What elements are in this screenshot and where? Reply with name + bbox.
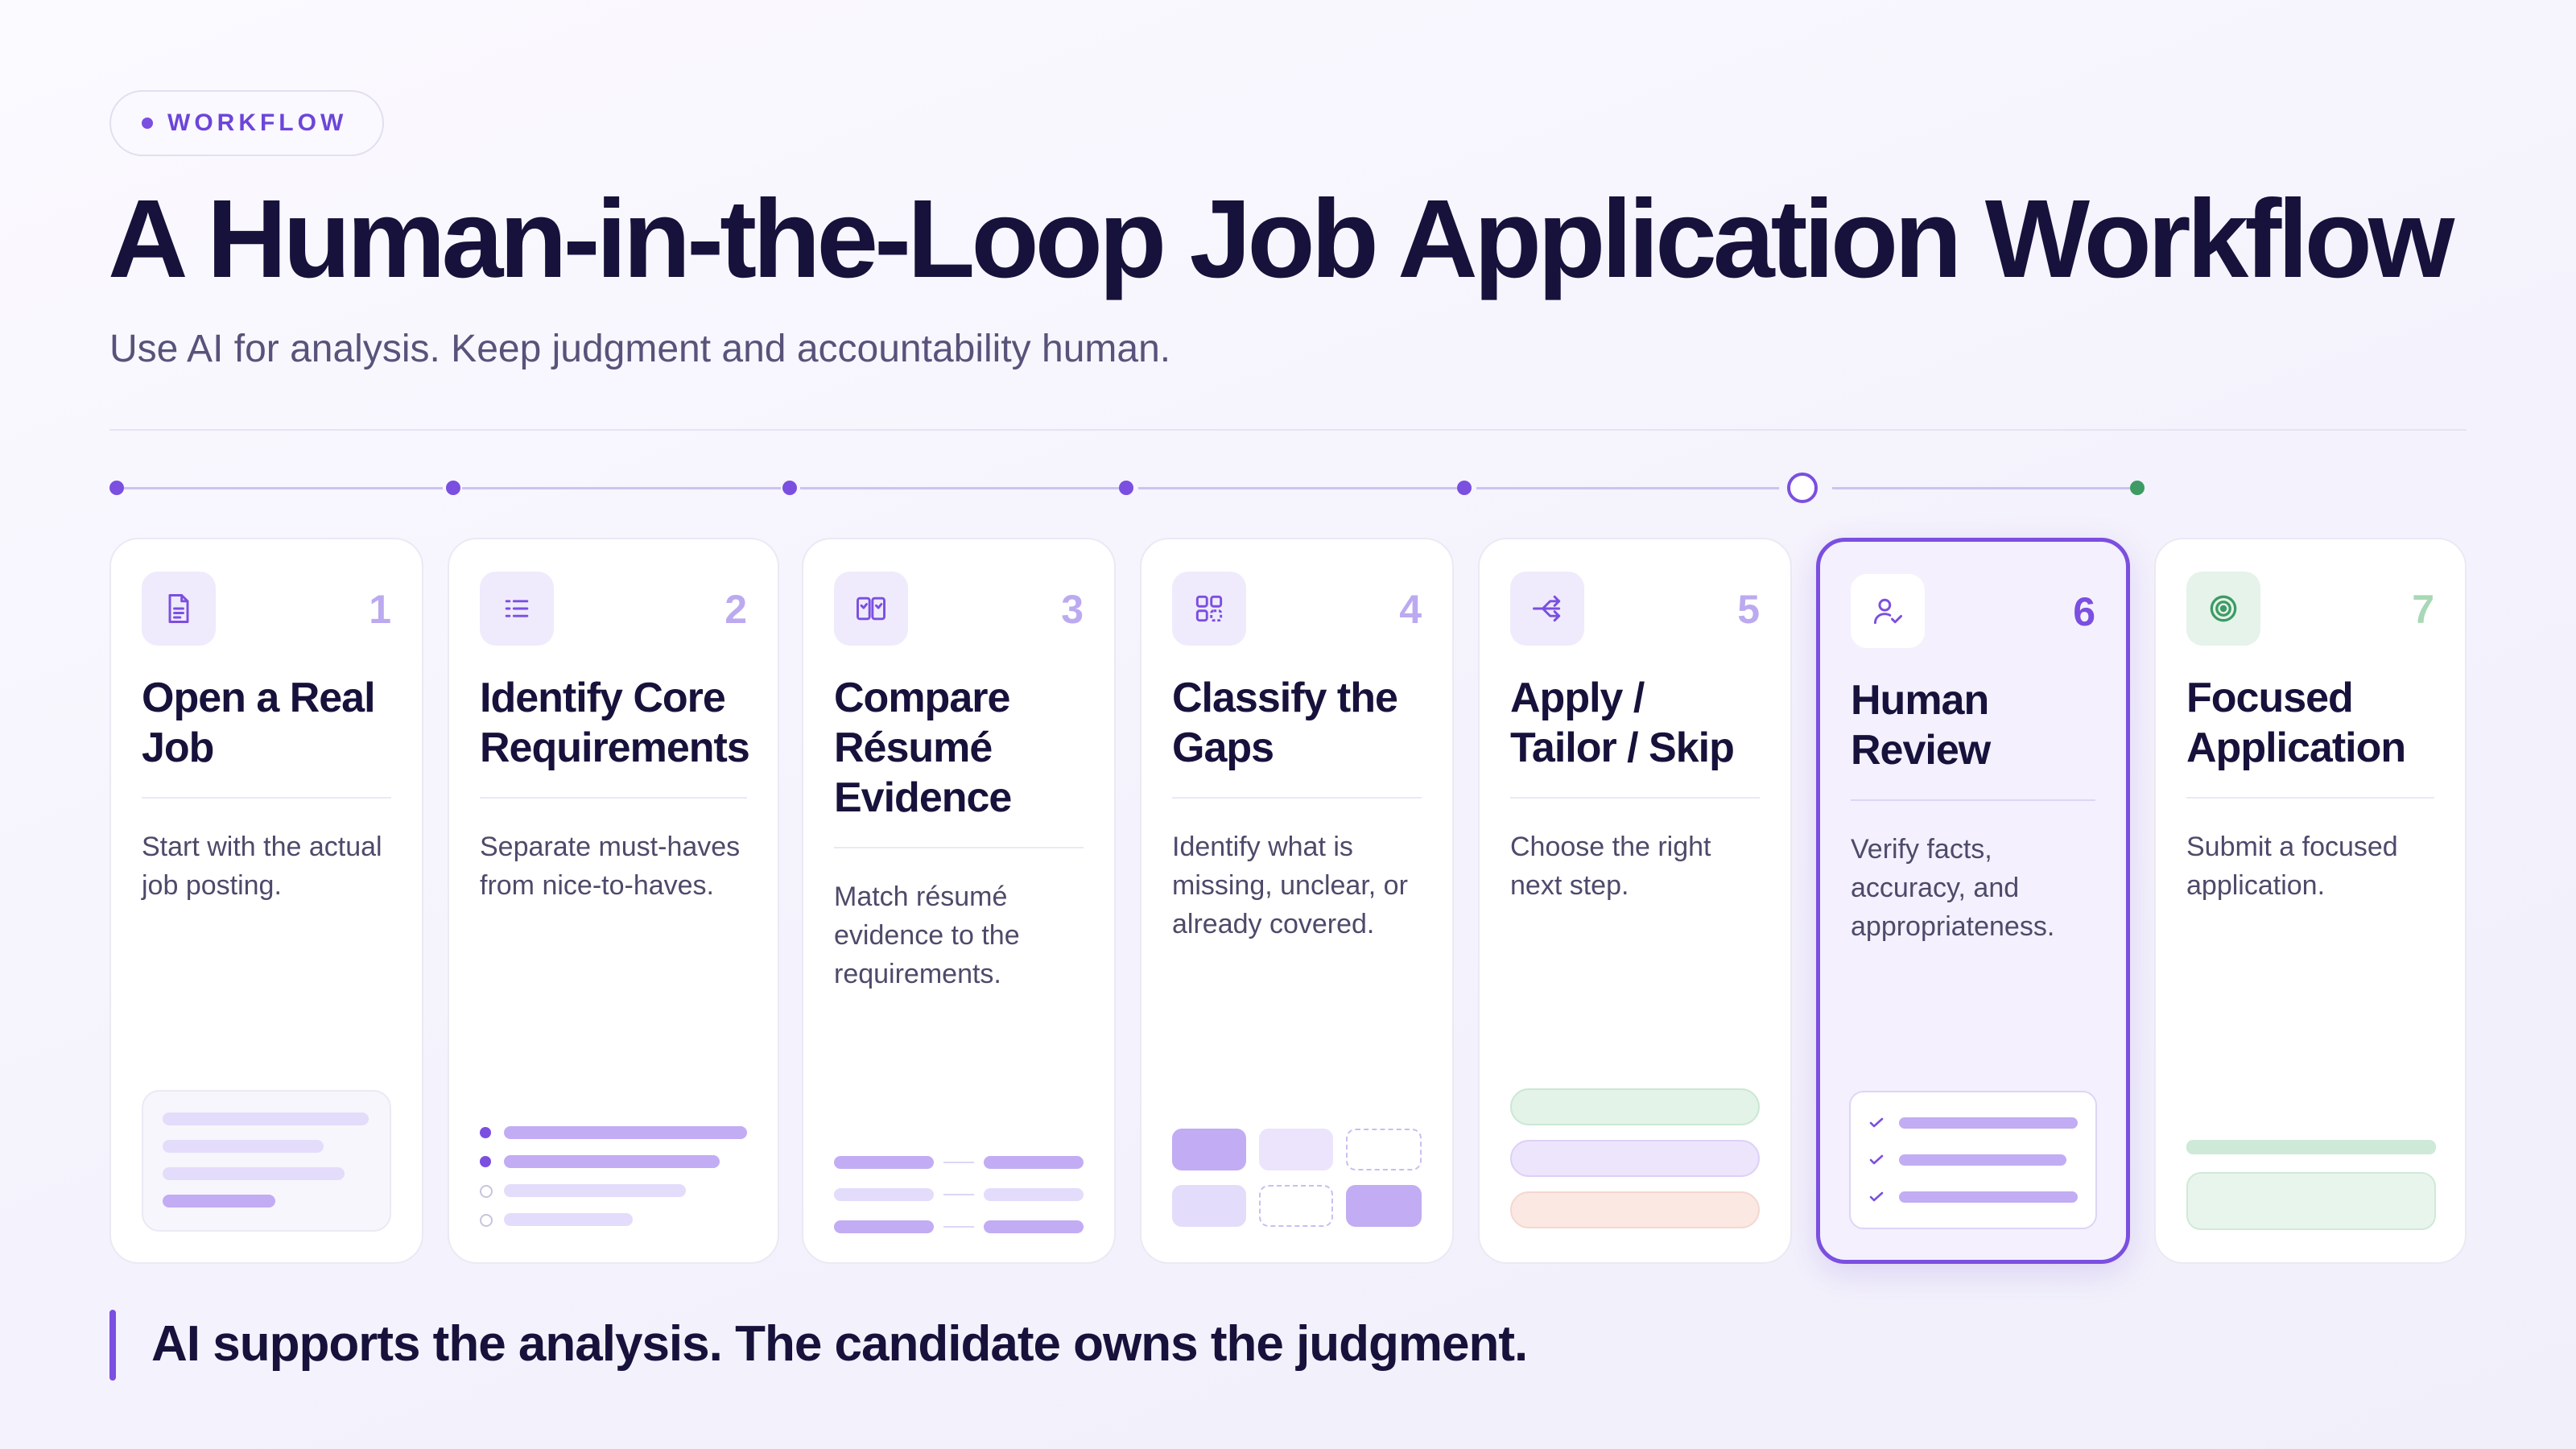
checklist-icon — [480, 572, 554, 646]
card-divider — [1510, 797, 1760, 799]
track-segment — [800, 487, 1119, 489]
step-title: Classify the Gaps — [1172, 675, 1398, 771]
takeaway-accent — [109, 1310, 116, 1381]
review-checklist-illustration — [1849, 1091, 2097, 1229]
step-title: Identify Core Requirements — [480, 675, 750, 771]
step-card-2: 2 Identify Core Requirements Separate mu… — [448, 538, 779, 1264]
target-icon — [2186, 572, 2260, 646]
badge-dot — [142, 118, 153, 129]
step-description: Match résumé evidence to the requirement… — [834, 881, 1020, 989]
card-divider — [142, 797, 391, 799]
step-description: Verify facts, accuracy, and appropriaten… — [1851, 834, 2055, 942]
compare-icon — [834, 572, 908, 646]
card-divider — [834, 847, 1084, 848]
card-divider — [1851, 799, 2095, 801]
track-segment — [1138, 487, 1457, 489]
user-check-icon — [1851, 574, 1925, 648]
step-description: Identify what is missing, unclear, or al… — [1172, 832, 1408, 939]
step-title: Compare Résumé Evidence — [834, 675, 1012, 821]
step-description: Choose the right next step. — [1510, 832, 1711, 901]
step-description: Start with the actual job posting. — [142, 832, 382, 901]
header-divider — [109, 429, 2467, 431]
track-segment — [124, 487, 443, 489]
step-card-6: 6 Human Review Verify facts, accuracy, a… — [1816, 538, 2130, 1264]
track-node-5 — [1457, 481, 1472, 495]
track-segment — [1832, 487, 2130, 489]
step-number: 6 — [2073, 589, 2095, 634]
card-divider — [480, 797, 747, 799]
page-subtitle: Use AI for analysis. Keep judgment and a… — [109, 328, 1171, 370]
grid-icon — [1172, 572, 1246, 646]
badge-label: WORKFLOW — [167, 109, 348, 136]
decision-options-illustration — [1510, 1088, 1760, 1233]
step-card-3: 3 Compare Résumé Evidence Match résumé e… — [802, 538, 1116, 1264]
step-number: 1 — [369, 587, 391, 632]
track-node-6-current — [1787, 473, 1818, 503]
step-description: Separate must-haves from nice-to-haves. — [480, 832, 741, 901]
step-card-5: 5 Apply / Tailor / Skip Choose the right… — [1478, 538, 1792, 1264]
step-description: Submit a focused application. — [2186, 832, 2398, 901]
branch-icon — [1510, 572, 1584, 646]
track-segment — [1476, 487, 1779, 489]
page-title: A Human-in-the-Loop Job Application Work… — [108, 177, 2454, 301]
step-card-1: 1 Open a Real Job Start with the actual … — [109, 538, 423, 1264]
takeaway-text: AI supports the analysis. The candidate … — [151, 1316, 1528, 1372]
submission-illustration — [2186, 1140, 2436, 1232]
step-title: Human Review — [1851, 677, 1991, 774]
matching-illustration — [834, 1156, 1084, 1236]
requirements-list-illustration — [480, 1125, 747, 1238]
track-node-4 — [1119, 481, 1133, 495]
step-number: 7 — [2412, 587, 2434, 632]
track-node-1 — [109, 481, 124, 495]
card-divider — [1172, 797, 1422, 799]
step-card-7: 7 Focused Application Submit a focused a… — [2154, 538, 2467, 1264]
step-title: Apply / Tailor / Skip — [1510, 675, 1735, 771]
card-divider — [2186, 797, 2434, 799]
track-segment — [462, 487, 781, 489]
step-title: Open a Real Job — [142, 675, 376, 771]
step-title: Focused Application — [2186, 675, 2406, 771]
step-number: 4 — [1399, 587, 1422, 632]
workflow-badge: WORKFLOW — [109, 90, 385, 156]
document-icon — [142, 572, 216, 646]
track-node-3 — [782, 481, 797, 495]
step-number: 5 — [1737, 587, 1760, 632]
step-number: 3 — [1061, 587, 1084, 632]
workflow-steps: 1 Open a Real Job Start with the actual … — [109, 538, 2467, 1264]
track-node-2 — [446, 481, 460, 495]
track-node-7 — [2130, 481, 2145, 495]
job-posting-illustration — [142, 1090, 391, 1232]
step-number: 2 — [724, 587, 747, 632]
gaps-grid-illustration — [1172, 1129, 1422, 1228]
step-card-4: 4 Classify the Gaps Identify what is mis… — [1140, 538, 1454, 1264]
